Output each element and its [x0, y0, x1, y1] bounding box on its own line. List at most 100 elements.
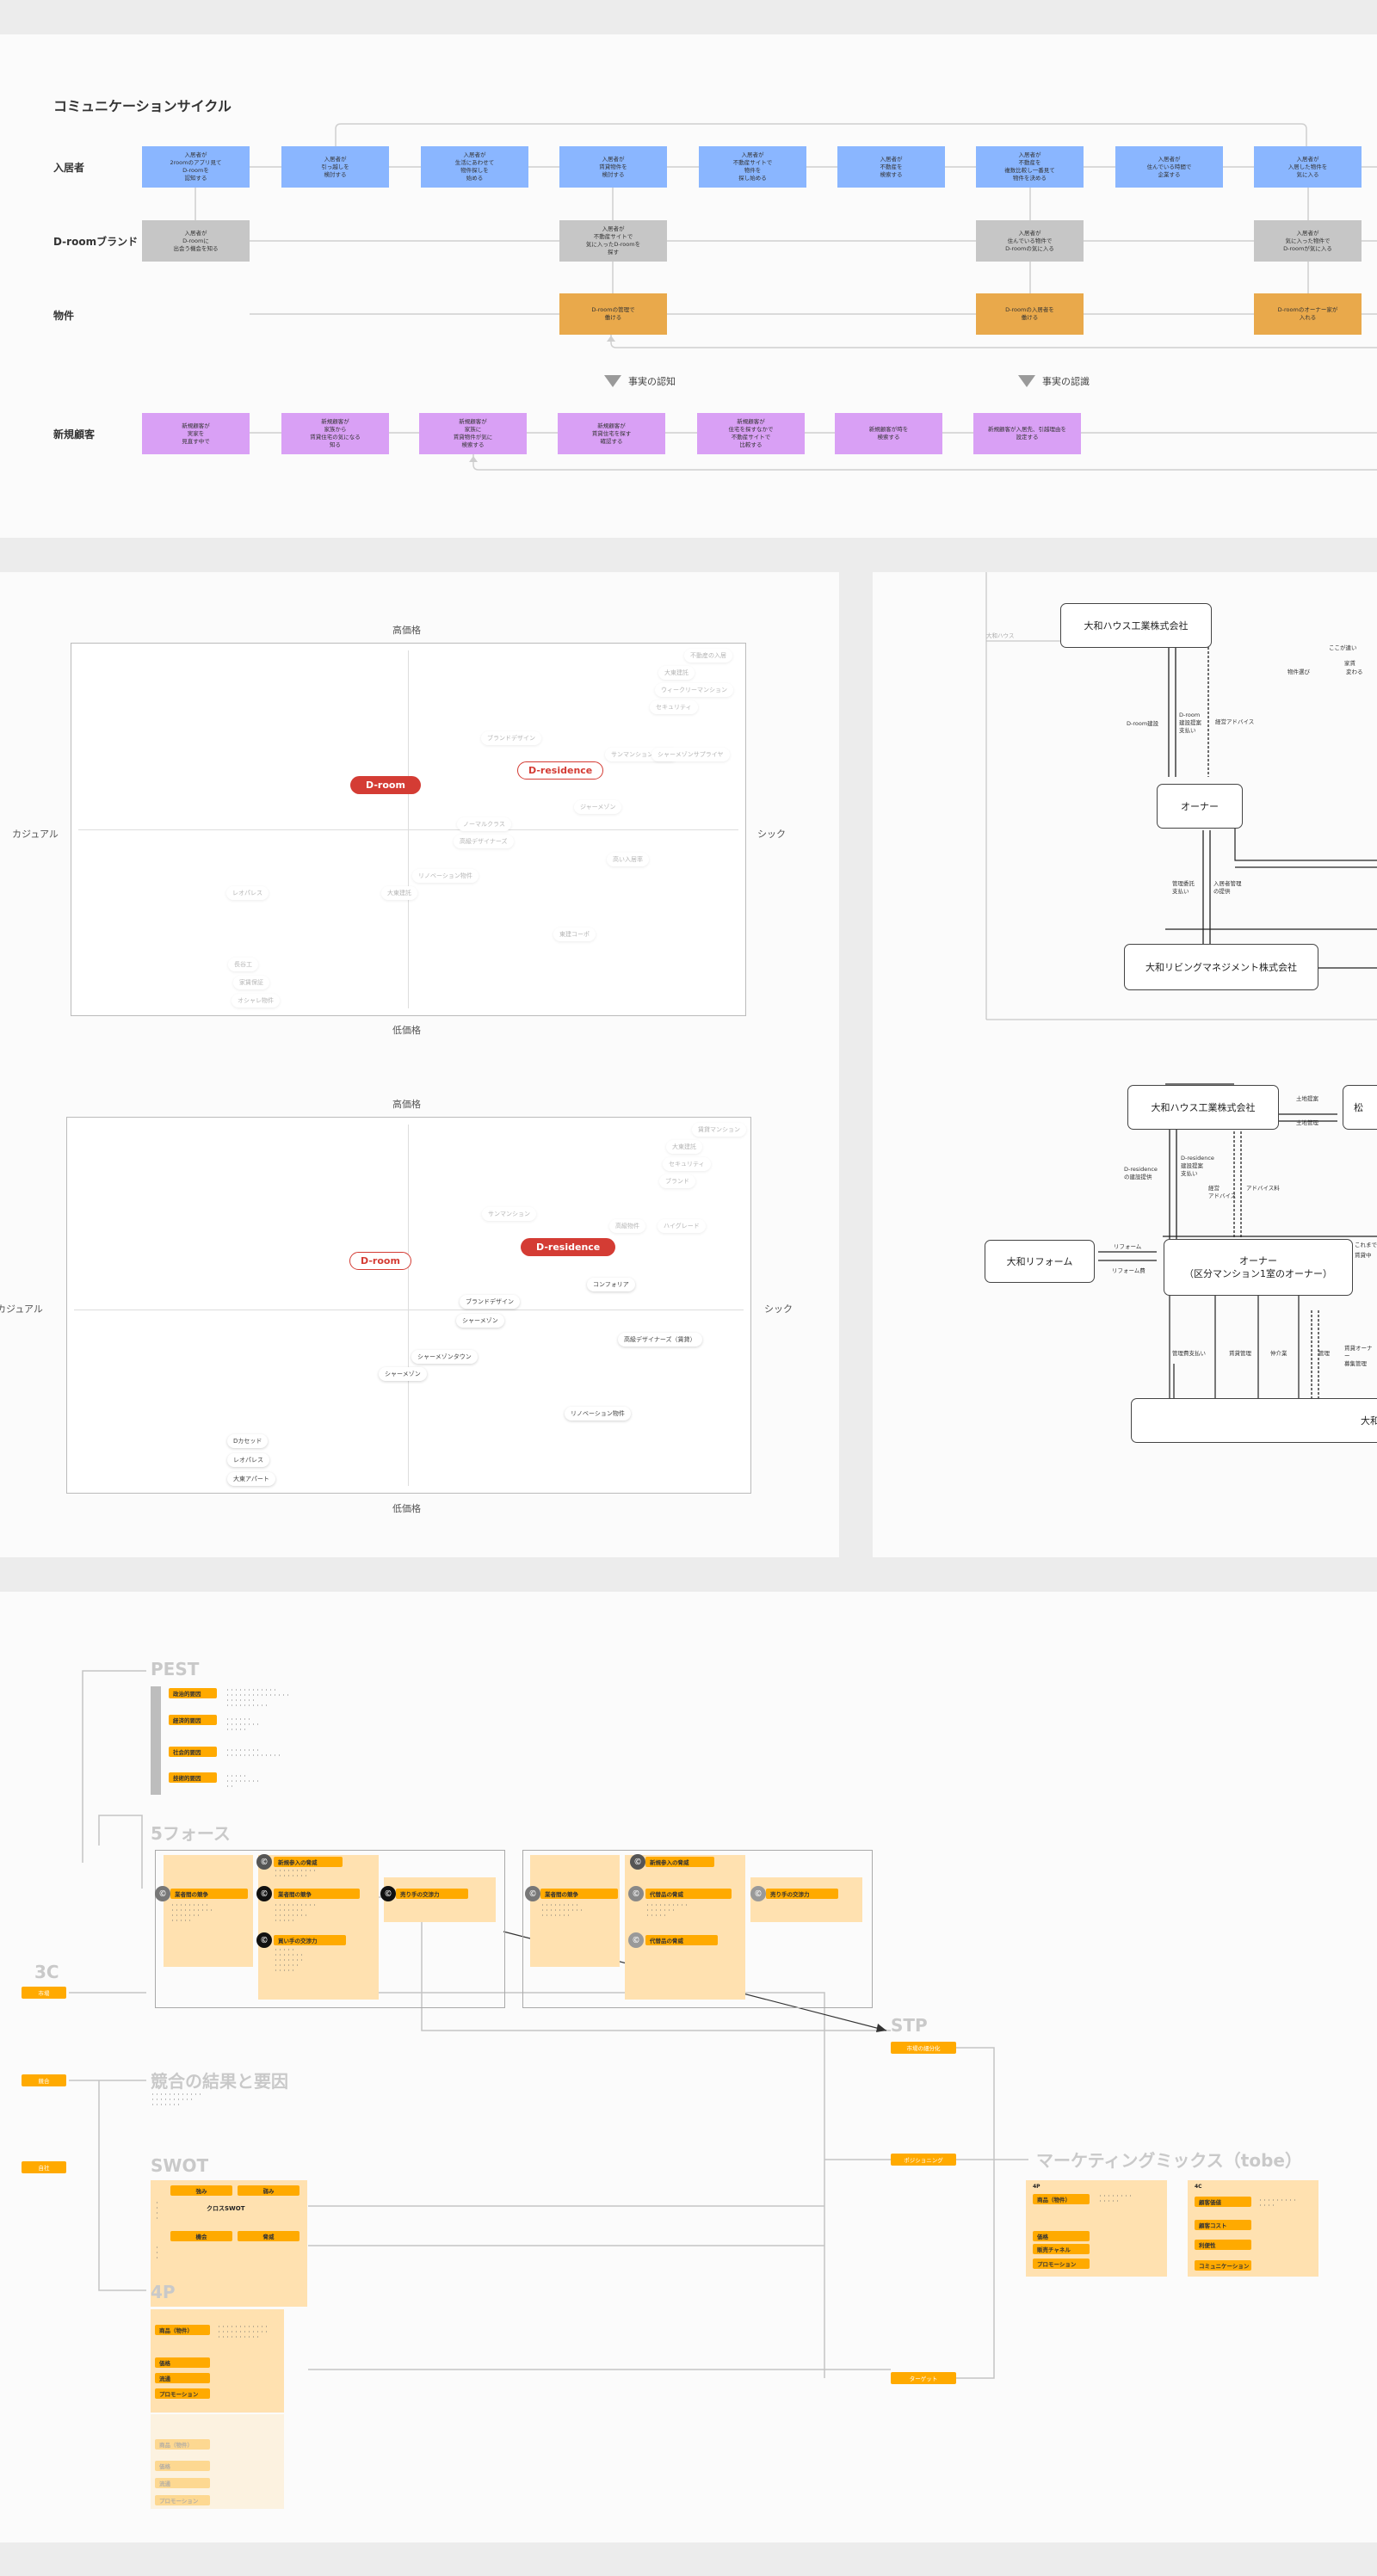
- newcust-step-2: 新規顧客が 家族から 賃貸住宅の気になる 知る: [281, 413, 389, 454]
- 4p-place: 流通: [155, 2373, 210, 2383]
- org-daiwa-bottom: 大和: [1131, 1398, 1377, 1443]
- resident-step-9: 入居者が 入居した物件を 気に入る: [1254, 146, 1362, 188]
- brand-step-1: 入居者が D-roomに 出会う機会を知る: [142, 220, 250, 262]
- map2-dresidence-marker: D-residence: [521, 1238, 616, 1256]
- newcust-step-3: 新規顧客が 家族に 賃貸物件が気に 検索する: [419, 413, 527, 454]
- row-label-newcust: 新規顧客: [53, 428, 96, 441]
- brand-step-4: 入居者が 気に入った物件で D-roomが気に入る: [1254, 220, 1362, 262]
- resident-step-2: 入居者が 引っ越しを 検討する: [281, 146, 389, 188]
- marketing-mix-title: マーケティングミックス（tobe）: [1036, 2150, 1302, 2171]
- mix-product: 商品（物件）: [1033, 2194, 1090, 2204]
- brand-step-3: 入居者が 住んでいる物件で D-roomの気に入る: [976, 220, 1084, 262]
- 4p-promotion: プロモーション: [155, 2388, 210, 2399]
- org-owner-bottom: オーナー （区分マンション1室のオーナー）: [1164, 1239, 1353, 1296]
- map1-left-label: カジュアル: [12, 829, 59, 840]
- map2-top-label: 高価格: [392, 1099, 421, 1110]
- stp-target: ターゲット: [891, 2372, 956, 2384]
- note-fact-recognition: 事実の認知: [604, 374, 676, 388]
- map2-bottom-label: 低価格: [392, 1503, 421, 1514]
- map2-droom-marker: D-room: [349, 1252, 411, 1270]
- mix-customer-cost: 顧客コスト: [1195, 2220, 1251, 2230]
- force-supplier: 売り手の交渉力: [396, 1889, 468, 1899]
- pest-technological: 技術的要因: [169, 1772, 217, 1783]
- org-daiwa-reform: 大和リフォーム: [985, 1240, 1095, 1283]
- map2-frame: D-residence D-room 賃貸マンション 大東建託 セキュリティ ブ…: [66, 1117, 751, 1494]
- force-substitutes: 代替品の脅威: [645, 1935, 718, 1945]
- property-step-3: D-roomのオーナー家が 入れる: [1254, 293, 1362, 335]
- swot-title: SWOT: [151, 2155, 209, 2176]
- cycle-title: コミュニケーションサイクル: [53, 98, 232, 114]
- 3c-tag-company: 自社: [22, 2161, 66, 2173]
- resident-step-1: 入居者が 2roomのアプリ見て D-roomを 認知する: [142, 146, 250, 188]
- resident-step-6: 入居者が 不動産を 検索する: [837, 146, 945, 188]
- row-label-brand: D-roomブランド: [53, 236, 139, 248]
- five-forces-frame-left: [155, 1850, 505, 2008]
- pest-political: 政治的要因: [169, 1688, 217, 1698]
- map1-frame: D-room D-residence 不動産の入居 大東建託 ウィークリーマンシ…: [71, 643, 746, 1016]
- org-daiwa-house-top: 大和ハウス工業株式会社: [1060, 603, 1212, 648]
- map2-left-label: カジュアル: [0, 1303, 43, 1315]
- newcust-step-5: 新規顧客が 住宅を探すなかで 不動産サイトで 比較する: [697, 413, 805, 454]
- resident-step-3: 入居者が 生活にあわせて 物件探しを 始める: [421, 146, 528, 188]
- swot-weakness: 弱み: [238, 2185, 299, 2196]
- resident-step-7: 入居者が 不動産を 複数比較し一番見て 物件を決める: [976, 146, 1084, 188]
- row-label-property: 物件: [53, 310, 75, 322]
- 3c-tag-market: 市場: [22, 1987, 66, 1999]
- 4p-price: 価格: [155, 2357, 210, 2368]
- framework-panel: PEST 政治的要因 経済的要因 社会的要因 技術的要因 ・・・・・・・・・・・…: [0, 1592, 1377, 2542]
- map2-right-label: シック: [764, 1303, 793, 1315]
- org-panel: 大和ハウス 大和ハウス工業株式会社 オーナー 大和リビングマネジメント株式会社 …: [873, 572, 1377, 1557]
- map1-bottom-label: 低価格: [392, 1025, 421, 1036]
- positioning-panel: 高価格 低価格 カジュアル シック D-room D-residence 不動産…: [0, 572, 839, 1557]
- note-fact-awareness: 事実の認識: [1018, 374, 1090, 388]
- 3c-title: 3C: [34, 1962, 59, 1982]
- stp-title: STP: [891, 2015, 928, 2036]
- 3c-tag-competitor: 競合: [22, 2074, 66, 2086]
- row-label-resident: 入居者: [53, 162, 85, 174]
- mix-communication: コミュニケーション: [1195, 2260, 1251, 2271]
- mix-price: 価格: [1033, 2231, 1090, 2241]
- map1-right-label: シック: [757, 829, 786, 840]
- map1-top-label: 高価格: [392, 625, 421, 636]
- communication-cycle-panel: コミュニケーションサイクル 入居者 D-roomブランド 物件 新規顧客 入居者…: [0, 34, 1377, 538]
- swot-cross: クロスSWOT: [207, 2205, 245, 2212]
- down-arrow-icon: [604, 375, 621, 387]
- org-connectors: [985, 572, 1377, 1398]
- org-owner-top: オーナー: [1157, 784, 1243, 829]
- newcust-step-4: 新規顧客が 賃貸住宅を探す 確認する: [558, 413, 665, 454]
- mix-convenience: 利便性: [1195, 2240, 1251, 2250]
- swot-threat: 脅威: [238, 2231, 299, 2241]
- five-forces-frame-right: [522, 1850, 873, 2008]
- resident-step-5: 入居者が 不動産サイトで 物件を 探し始める: [699, 146, 806, 188]
- swot-strength: 強み: [170, 2185, 232, 2196]
- force-buyer: 買い手の交渉力: [274, 1935, 346, 1945]
- mix-promotion: プロモーション: [1033, 2259, 1090, 2269]
- brand-step-2: 入居者が 不動産サイトで 気に入ったD-roomを 探す: [559, 220, 667, 262]
- competition-title: 競合の結果と要因: [151, 2071, 288, 2092]
- 4p-product: 商品（物件）: [155, 2325, 210, 2335]
- mix-customer-value: 顧客価値: [1195, 2197, 1251, 2207]
- pest-title: PEST: [151, 1659, 200, 1679]
- stp-segmentation: 市場の細分化: [891, 2042, 956, 2054]
- property-step-2: D-roomの入居者を 働ける: [976, 293, 1084, 335]
- five-forces-title: 5フォース: [151, 1823, 231, 1844]
- stp-positioning: ポジショニング: [891, 2154, 956, 2166]
- newcust-step-7: 新規顧客が入居先、引越理由を 設定する: [973, 413, 1081, 454]
- resident-step-4: 入居者が 賃貸物件を 検討する: [559, 146, 667, 188]
- map1-droom-marker: D-room: [350, 776, 421, 794]
- mix-channel: 販売チャネル: [1033, 2244, 1090, 2254]
- newcust-step-1: 新規顧客が 実家を 見直す中で: [142, 413, 250, 454]
- down-arrow-icon: [1018, 375, 1035, 387]
- map1-dresidence-marker: D-residence: [517, 761, 604, 780]
- swot-opportunity: 機会: [170, 2231, 232, 2241]
- 4p-title: 4P: [151, 2282, 176, 2302]
- org-daiwa-house-bottom: 大和ハウス工業株式会社: [1127, 1085, 1279, 1130]
- force-rivalry: 業者間の競争: [170, 1889, 248, 1899]
- pest-social: 社会的要因: [169, 1747, 217, 1757]
- org-daiwa-living: 大和リビングマネジメント株式会社: [1124, 944, 1318, 990]
- cycle-connectors: [195, 123, 1377, 471]
- pest-economic: 経済的要因: [169, 1715, 217, 1725]
- force-new-entrants: 新規参入の脅威: [274, 1857, 343, 1867]
- resident-step-8: 入居者が 住んでいる時間で 企業する: [1115, 146, 1223, 188]
- property-step-1: D-roomの管理で 働ける: [559, 293, 667, 335]
